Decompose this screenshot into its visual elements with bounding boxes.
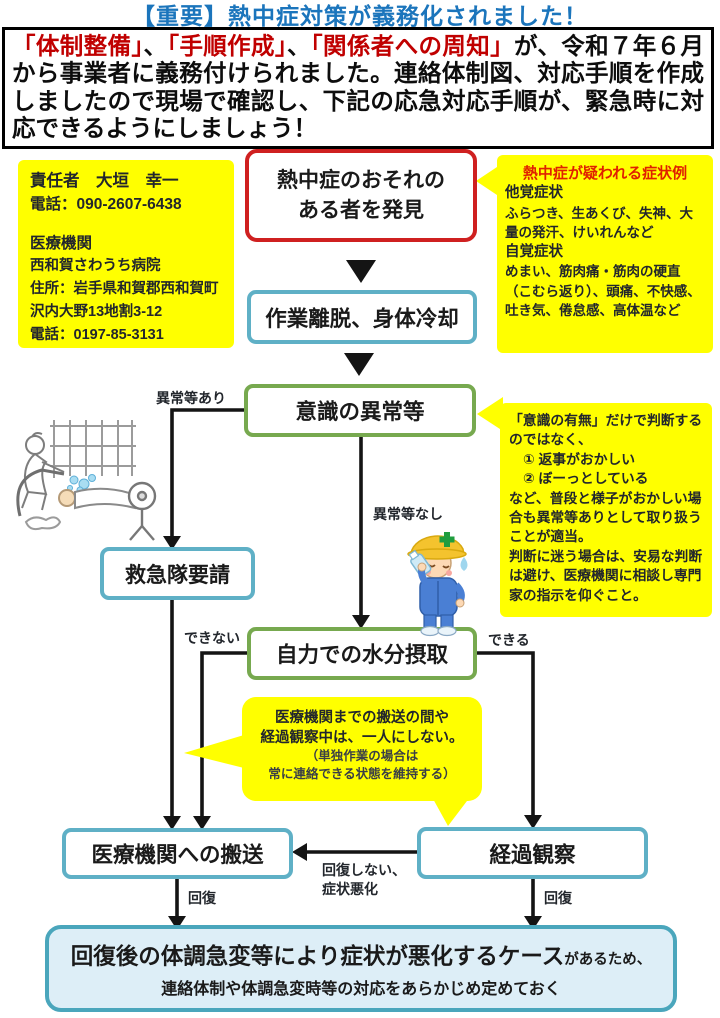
connector-can — [477, 651, 535, 817]
notice-box: 「体制整備」、「手順作成」、「関係者への周知」が、令和７年６月から事業者に義務付… — [2, 27, 714, 149]
subjective-symptoms-text: めまい、筋肉痛・筋肉の硬直（こむら返り）、頭痛、不快感、吐き気、倦怠感、高体温な… — [505, 264, 701, 318]
caution-bubble: 医療機関までの搬送の間や 経過観察中は、一人にしない。 （単独作業の場合は 常に… — [242, 697, 482, 801]
arrowhead-down-icon — [193, 816, 211, 830]
arrowhead-down-icon — [352, 615, 370, 629]
arrowhead-down-icon — [524, 916, 542, 930]
notice-red-phrase: 「体制整備」 — [12, 33, 144, 59]
water-splash — [67, 474, 96, 494]
notice-red-phrase: 「関係者への周知」 — [310, 33, 514, 59]
label-abnormal-no: 異常等なし — [373, 506, 443, 522]
notice-body: が、令和７年６月から事業者に義務付けられました。連絡体制図、対応手順を作成しまし… — [12, 33, 705, 142]
bubble-tail-left — [184, 735, 244, 768]
green-cross-icon — [439, 532, 455, 547]
summary-suffix: があるため、 — [564, 951, 652, 968]
hospital-phone: 電話：0197-85-3131 — [30, 327, 164, 343]
hospital-name: 西和賀さわうち病院 — [30, 258, 161, 274]
notice-separator: 、 — [143, 33, 168, 59]
bubble-tail-bottom — [432, 797, 470, 826]
responsible-phone: 電話：090-2607-6438 — [30, 196, 182, 213]
notice-separator: 、 — [287, 33, 311, 59]
yellow-pointer-left-icon — [477, 397, 503, 431]
safety-helmet — [407, 532, 467, 560]
worker-body — [417, 562, 465, 637]
bubble-line-2: 経過観察中は、一人にしない。 — [260, 730, 464, 746]
arrowhead-down-icon — [168, 916, 186, 930]
arrowheads — [163, 260, 542, 930]
electric-fan — [127, 481, 157, 541]
label-recovery-left: 回復 — [188, 890, 216, 906]
caregiver-figure — [21, 432, 65, 511]
note-body: など、普段と様子がおかしい場合も異常等ありとして取り扱うことが適当。 — [509, 490, 702, 545]
note-intro: 「意識の有無」だけで判断するのではなく、 — [509, 413, 703, 448]
discover-line-2: ある者を発見 — [298, 198, 424, 222]
hospital-address-1: 住所：岩手県和賀郡西和賀町 — [30, 281, 219, 297]
summary-main: 回復後の体調急変等により症状が悪化するケース — [70, 943, 565, 969]
discover-box: 熱中症のおそれの ある者を発見 — [245, 149, 477, 242]
down-triangle-icon — [344, 353, 374, 376]
label-no-recovery-2: 症状悪化 — [322, 881, 378, 897]
label-recovery-right: 回復 — [544, 890, 572, 906]
page-title: 【重要】熱中症対策が義務化されました！ — [132, 3, 588, 29]
hydration-box: 自力での水分摂取 — [247, 627, 477, 680]
objective-symptoms-label: 他覚症状 — [505, 185, 563, 201]
hospital-address-2: 沢内大野13地割3-12 — [30, 304, 163, 320]
drinking-worker-illustration — [407, 532, 468, 637]
discover-line-1: 熱中症のおそれの — [277, 168, 445, 192]
water-hose — [16, 468, 65, 517]
consciousness-note-card: 「意識の有無」だけで判断するのではなく、 ① 返事がおかしい ② ぼーっとしてい… — [500, 403, 712, 617]
down-triangle-icon — [346, 260, 376, 283]
sweat-drop-icon — [460, 557, 468, 571]
label-no-recovery-1: 回復しない、 — [322, 862, 406, 878]
connector-abnormal-yes — [170, 408, 244, 538]
label-cannot: できない — [184, 630, 240, 646]
fence — [50, 420, 136, 478]
objective-symptoms-text: ふらつき、生あくび、失神、大量の発汗、けいれんなど — [505, 205, 694, 241]
yellow-pointers — [184, 165, 503, 826]
consciousness-box: 意識の異常等 — [244, 384, 476, 437]
bubble-line-3: （単独作業の場合は — [305, 749, 419, 763]
bubble-line-1: 医療機関までの搬送の間や — [275, 710, 449, 726]
rescue-request-box: 救急隊要請 — [100, 547, 255, 600]
responsible-person: 責任者 大垣 幸一 — [30, 172, 179, 190]
observation-box: 経過観察 — [417, 827, 648, 879]
note-item-2: ② ぼーっとしている — [523, 471, 649, 487]
label-abnormal-yes: 異常等あり — [156, 390, 226, 406]
yellow-pointer-left-icon — [476, 165, 500, 197]
medical-institution-label: 医療機関 — [30, 235, 93, 252]
arrowhead-down-icon — [163, 816, 181, 830]
connector-lines — [170, 408, 535, 918]
cloth-pile — [24, 516, 62, 531]
notice-red-phrase: 「手順作成」 — [167, 33, 288, 59]
symptoms-title: 熱中症が疑われる症状例 — [522, 165, 688, 182]
cooling-illustration — [16, 420, 157, 541]
note-item-1: ① 返事がおかしい — [523, 451, 636, 467]
note-caution: 判断に迷う場合は、安易な判断は避け、医療機関に相談し専門家の指示を仰ぐこと。 — [509, 548, 703, 603]
arrowhead-down-icon — [163, 536, 181, 550]
bubble-line-4: 常に連絡できる状態を維持する） — [268, 766, 456, 781]
summary-line-2: 連絡体制や体調急変時等の対応をあらかじめ定めておく — [161, 980, 561, 998]
contact-card: 責任者 大垣 幸一 電話：090-2607-6438 医療機関 西和賀さわうち病… — [18, 160, 234, 348]
connector-cannot — [200, 651, 247, 818]
label-can: できる — [488, 632, 530, 648]
arrowhead-left-icon — [292, 843, 307, 861]
lying-worker — [58, 487, 140, 510]
summary-box: 回復後の体調急変等により症状が悪化するケースがあるため、 連絡体制や体調急変時等… — [45, 925, 677, 1012]
symptoms-card: 熱中症が疑われる症状例 他覚症状 ふらつき、生あくび、失神、大量の発汗、けいれん… — [497, 155, 713, 353]
cooldown-box: 作業離脱、身体冷却 — [247, 290, 477, 344]
transport-box: 医療機関への搬送 — [62, 828, 293, 879]
subjective-symptoms-label: 自覚症状 — [505, 243, 563, 260]
arrowhead-down-icon — [524, 815, 542, 829]
cheek — [446, 570, 452, 576]
